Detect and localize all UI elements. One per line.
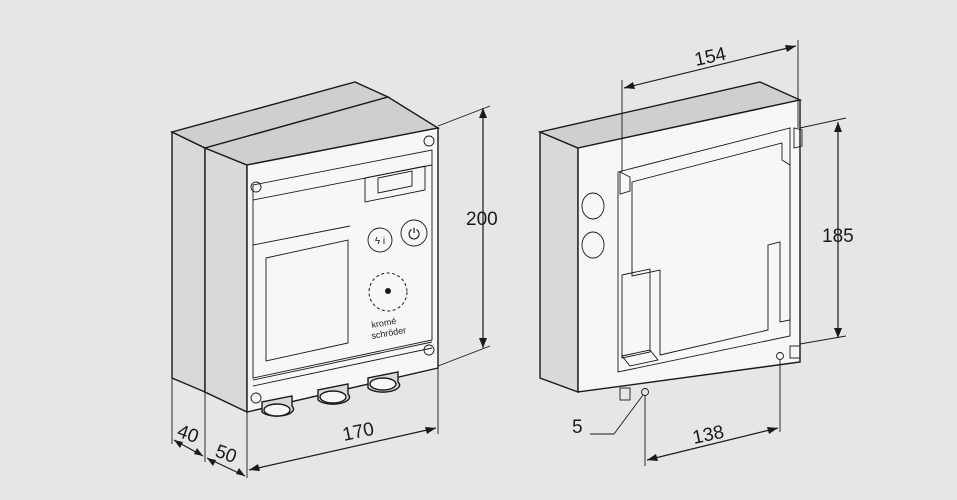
- screw-top-right: [423, 135, 435, 147]
- dim-height-right-label: 185: [822, 226, 854, 247]
- dim-depth-b-label: 50: [212, 441, 239, 468]
- callout-hole-diameter: 5: [572, 394, 644, 438]
- dim-height-label: 200: [466, 209, 498, 230]
- knockout-upper: [581, 192, 605, 220]
- knob-center-dot: [385, 288, 391, 294]
- dim-bottom-label: 138: [691, 422, 726, 449]
- dim-width: 170: [246, 368, 439, 478]
- screw-bottom-right: [423, 344, 435, 356]
- dim-depth-b: 50: [206, 441, 246, 477]
- right-enclosure: 154 185 138 5: [537, 40, 854, 466]
- display-window: [364, 165, 426, 203]
- corner-square-left: [619, 387, 631, 401]
- left-enclosure: ϟ i ⏻ kromé schröder 200: [170, 81, 498, 478]
- knob-dashed-outline: [368, 272, 408, 312]
- info-button-glyph: ϟ i: [375, 236, 385, 247]
- screw-bottom-left: [250, 392, 262, 404]
- mounting-plate: [617, 127, 791, 373]
- screw-top-left: [250, 181, 262, 193]
- cable-glands: [261, 371, 401, 417]
- corner-square-right: [789, 345, 801, 359]
- dim-height-right: 185: [799, 117, 854, 345]
- power-button: [400, 219, 428, 247]
- mounting-hole-right: [776, 352, 784, 360]
- knockout-lower: [581, 231, 605, 259]
- mounting-hole-left: [641, 388, 649, 396]
- logo-text-line1: kromé: [371, 316, 397, 330]
- base-front-face: [577, 99, 801, 393]
- label-area: [265, 239, 349, 362]
- dim-width-top-label: 154: [693, 44, 729, 71]
- dim-height: 200: [437, 105, 498, 367]
- info-button: [367, 227, 393, 253]
- dim-width-label: 170: [341, 419, 376, 446]
- callout-label: 5: [572, 417, 583, 438]
- power-icon: ⏻: [408, 226, 420, 243]
- cover-front-face: [246, 127, 439, 413]
